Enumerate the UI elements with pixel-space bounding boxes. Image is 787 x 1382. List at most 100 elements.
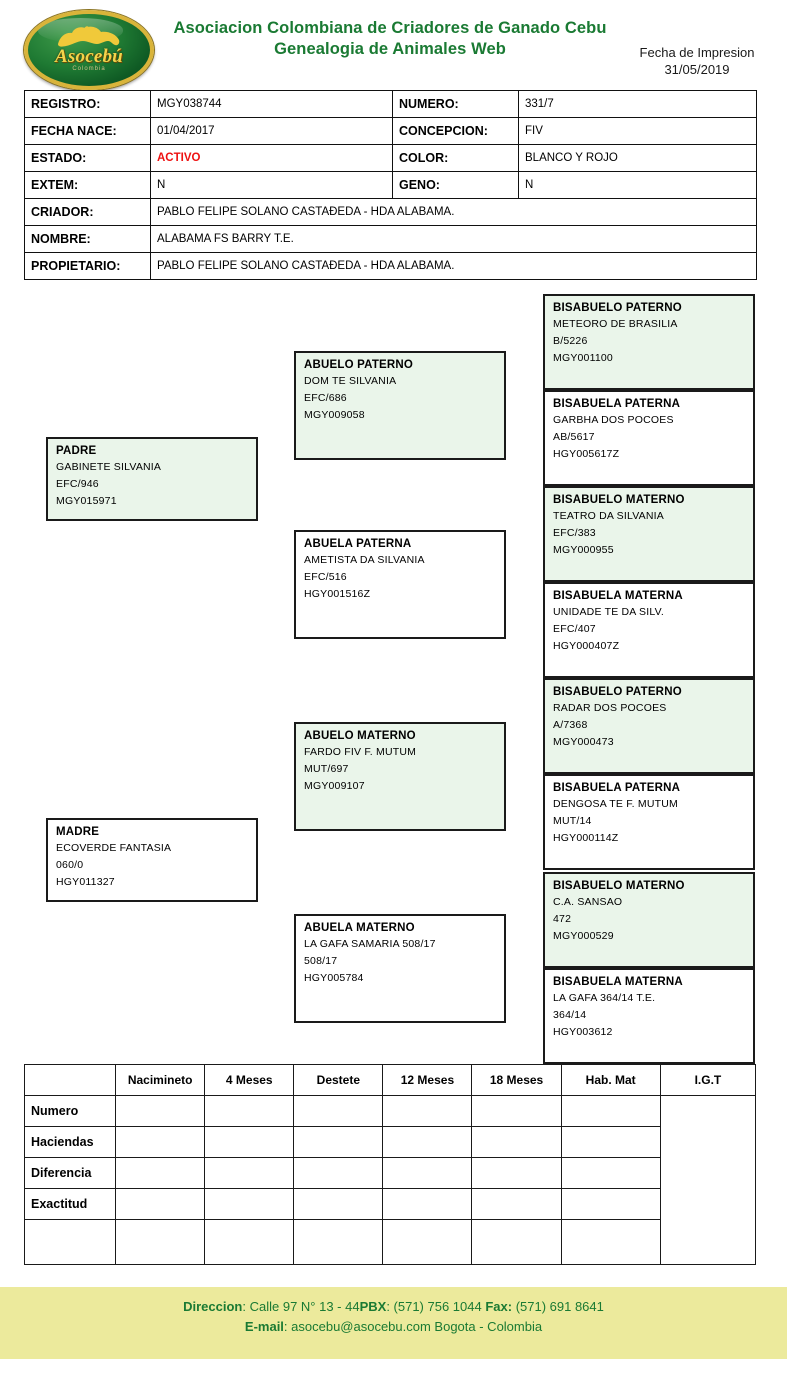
color-value: BLANCO Y ROJO: [518, 144, 757, 172]
pedigree-box-bis-1: BISABUELO PATERNO METEORO DE BRASILIA B/…: [543, 294, 755, 390]
cell[interactable]: [204, 1095, 295, 1127]
cell[interactable]: [471, 1188, 562, 1220]
cell[interactable]: [382, 1157, 473, 1189]
criador-label: CRIADOR:: [24, 198, 151, 226]
box-reg: HGY000407Z: [553, 640, 620, 652]
box-name: LA GAFA 364/14 T.E.: [553, 992, 656, 1004]
document-footer: Direccion: Calle 97 N° 13 - 44PBX: (571)…: [0, 1285, 787, 1359]
table-row: PROPIETARIO: PABLO FELIPE SOLANO CASTAÐE…: [24, 252, 757, 280]
cell[interactable]: [293, 1188, 384, 1220]
cell[interactable]: [560, 1095, 661, 1127]
numero-label: NUMERO:: [392, 90, 519, 118]
pedigree-box-bis-7: BISABUELO MATERNO C.A. SANSAO 472 MGY000…: [543, 872, 755, 968]
table-row: REGISTRO: MGY038744 NUMERO: 331/7: [24, 90, 757, 118]
box-code: 060/0: [56, 859, 84, 871]
cell[interactable]: [115, 1188, 206, 1220]
pedigree-box-bis-3: BISABUELO MATERNO TEATRO DA SILVANIA EFC…: [543, 486, 755, 582]
header-nacimineto: Nacimineto: [115, 1064, 206, 1096]
box-title: BISABUELO PATERNO: [553, 302, 682, 314]
table-row: FECHA NACE: 01/04/2017 CONCEPCION: FIV: [24, 117, 757, 145]
cell[interactable]: [382, 1095, 473, 1127]
nombre-value: ALABAMA FS BARRY T.E.: [150, 225, 757, 253]
box-code: EFC/383: [553, 527, 596, 539]
animal-info-table: REGISTRO: MGY038744 NUMERO: 331/7 FECHA …: [24, 90, 757, 280]
cell[interactable]: [471, 1095, 562, 1127]
box-reg: HGY005784: [304, 972, 364, 984]
extem-label: EXTEM:: [24, 171, 151, 199]
box-title: ABUELO PATERNO: [304, 359, 414, 371]
cell[interactable]: [382, 1188, 473, 1220]
cell[interactable]: [293, 1157, 384, 1189]
pedigree-box-madre: MADRE ECOVERDE FANTASIA 060/0 HGY011327: [46, 818, 258, 902]
cell[interactable]: [471, 1219, 562, 1265]
cell[interactable]: [382, 1219, 473, 1265]
fecha-nace-value: 01/04/2017: [150, 117, 393, 145]
footer-line-2: E-mail: asocebu@asocebu.com Bogota - Col…: [0, 1318, 787, 1336]
cell[interactable]: [560, 1157, 661, 1189]
fecha-nace-label: FECHA NACE:: [24, 117, 151, 145]
box-title: ABUELO MATERNO: [304, 730, 416, 742]
box-title: BISABUELA PATERNA: [553, 398, 681, 410]
box-name: RADAR DOS POCOES: [553, 702, 667, 714]
box-name: FARDO FIV F. MUTUM: [304, 746, 417, 758]
criador-value: PABLO FELIPE SOLANO CASTAÐEDA - HDA ALAB…: [150, 198, 757, 226]
box-reg: MGY009058: [304, 409, 365, 421]
table-row: EXTEM: N GENO: N: [24, 171, 757, 199]
header-destete: Destete: [293, 1064, 384, 1096]
cell[interactable]: [471, 1126, 562, 1158]
table-row: [23, 1219, 756, 1265]
footer-line-1: Direccion: Calle 97 N° 13 - 44PBX: (571)…: [0, 1287, 787, 1318]
cell-igt[interactable]: [659, 1095, 757, 1265]
color-label: COLOR:: [392, 144, 519, 172]
logo-sub-text: Colombia: [72, 66, 106, 72]
box-reg: MGY009107: [304, 780, 365, 792]
cell[interactable]: [560, 1219, 661, 1265]
pedigree-box-padre: PADRE GABINETE SILVANIA EFC/946 MGY01597…: [46, 437, 258, 521]
box-code: AB/5617: [553, 431, 595, 443]
title-line-2: Genealogia de Animales Web: [274, 40, 506, 58]
cell[interactable]: [471, 1157, 562, 1189]
box-name: TEATRO DA SILVANIA: [553, 510, 664, 522]
pedigree-box-abuelo-materno: ABUELO MATERNO FARDO FIV F. MUTUM MUT/69…: [294, 722, 506, 831]
logo-brand-text: Asocebú: [55, 46, 123, 67]
document-header: Asocebú Colombia Asociacion Colombiana d…: [0, 0, 787, 90]
row-label-numero: Numero: [23, 1095, 117, 1127]
cell[interactable]: [382, 1126, 473, 1158]
box-name: DENGOSA TE F. MUTUM: [553, 798, 678, 810]
box-title: BISABUELO MATERNO: [553, 494, 685, 506]
cell[interactable]: [204, 1219, 295, 1265]
cell[interactable]: [560, 1188, 661, 1220]
cell[interactable]: [293, 1219, 384, 1265]
header-18-meses: 18 Meses: [471, 1064, 562, 1096]
geno-label: GENO:: [392, 171, 519, 199]
zebu-silhouette-icon: [58, 26, 120, 47]
cell[interactable]: [560, 1126, 661, 1158]
geno-value: N: [518, 171, 757, 199]
cell[interactable]: [293, 1126, 384, 1158]
document-title: Asociacion Colombiana de Criadores de Ga…: [150, 18, 630, 60]
cell[interactable]: [115, 1126, 206, 1158]
box-title: MADRE: [56, 826, 100, 838]
box-name: GABINETE SILVANIA: [56, 461, 162, 473]
box-reg: HGY011327: [56, 876, 115, 888]
box-title: BISABUELA PATERNA: [553, 782, 681, 794]
cell[interactable]: [115, 1095, 206, 1127]
cell[interactable]: [204, 1126, 295, 1158]
box-reg: MGY015971: [56, 495, 117, 507]
pedigree-box-abuelo-paterno: ABUELO PATERNO DOM TE SILVANIA EFC/686 M…: [294, 351, 506, 460]
box-reg: MGY000529: [553, 930, 614, 942]
extem-value: N: [150, 171, 393, 199]
box-title: BISABUELA MATERNA: [553, 976, 683, 988]
cell[interactable]: [204, 1188, 295, 1220]
measurements-table: Nacimineto 4 Meses Destete 12 Meses 18 M…: [23, 1064, 757, 1265]
cell[interactable]: [115, 1157, 206, 1189]
asocebu-logo: Asocebú Colombia: [24, 10, 154, 90]
cell[interactable]: [204, 1157, 295, 1189]
estado-label: ESTADO:: [24, 144, 151, 172]
cell[interactable]: [115, 1219, 206, 1265]
box-name: LA GAFA SAMARIA 508/17: [304, 938, 436, 950]
cell[interactable]: [293, 1095, 384, 1127]
pedigree-box-bis-2: BISABUELA PATERNA GARBHA DOS POCOES AB/5…: [543, 390, 755, 486]
print-date-label: Fecha de Impresion: [639, 45, 755, 60]
